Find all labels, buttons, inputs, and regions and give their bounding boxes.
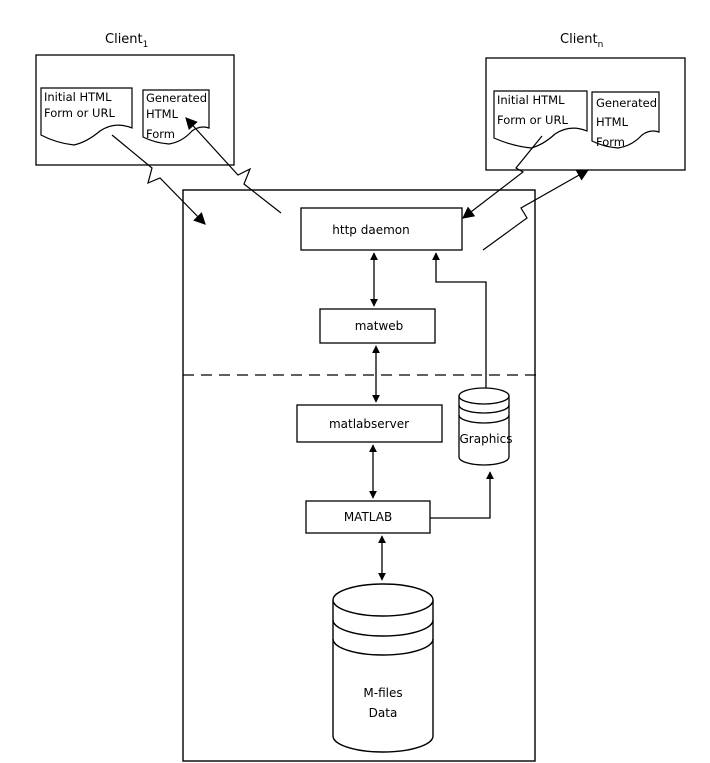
client-1-label: Client1 [105,32,148,50]
matlab-node: MATLAB [305,500,431,534]
matweb-label: matweb [355,319,404,333]
matlabserver-label: matlabserver [329,417,409,431]
matlab-label: MATLAB [344,510,392,524]
matweb-node: matweb [319,308,436,344]
graphics-daemon-arrow [432,252,487,388]
mfiles-label-line-1: M-files [363,686,402,700]
client-n-label: Clientn [560,32,603,50]
client-1-box [35,54,235,166]
matlabserver-node: matlabserver [296,404,443,443]
client-n-initial-line-2: Form or URL [497,113,568,127]
response-link-right [482,169,590,251]
client-1-generated-line-3: Form [146,127,175,141]
response-link-left [185,117,282,214]
client-n-generated-line-3: Form [596,135,625,149]
client-n-initial-doc [493,90,588,149]
client-1-generated-line-2: HTML [146,107,179,121]
client-n-initial-line-1: Initial HTML [497,93,565,107]
client-1-initial-doc [40,87,133,146]
client-1-generated-doc [142,89,210,145]
graphics-label: Graphics [460,432,513,446]
graphics-store: Graphics [458,387,513,466]
client-1: Client1 Initial HTML Form or URL Generat… [35,32,235,166]
http-daemon-label: http daemon [332,223,409,237]
request-link-right [462,135,543,219]
client-1-initial-line-1: Initial HTML [44,90,112,104]
client-n-generated-doc [591,91,660,149]
request-link-left [111,134,206,225]
mfiles-label-line-2: Data [369,706,398,720]
http-daemon-node: http daemon [300,207,463,251]
client-n: Clientn Initial HTML Form or URL Generat… [485,32,686,171]
client-n-generated-line-2: HTML [596,115,629,129]
server-box [182,189,536,762]
client-1-initial-line-2: Form or URL [44,106,115,120]
mfiles-data-store: M-files Data [332,583,434,753]
client-n-generated-line-1: Generated [596,96,657,110]
matlab-graphics-arrow [430,471,494,519]
client-1-generated-line-1: Generated [146,91,207,105]
